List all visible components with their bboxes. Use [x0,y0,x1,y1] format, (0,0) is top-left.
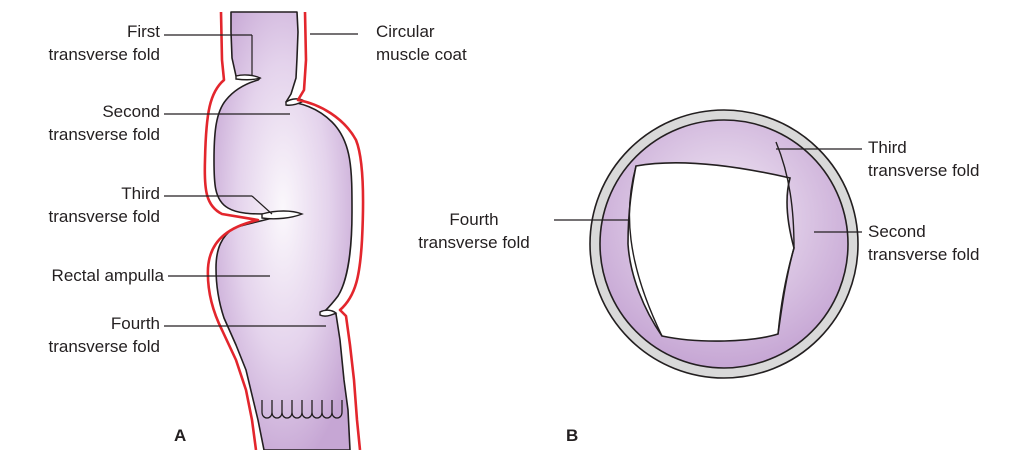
label-b-fourth-fold: Fourth transverse fold [400,208,548,254]
panel-b-drawing [554,110,862,378]
label-b-third-fold-line2: transverse fold [868,159,980,182]
label-rectal-ampulla: Rectal ampulla [52,264,164,287]
label-b-second-fold-line2: transverse fold [868,243,980,266]
panel-a-drawing [164,12,363,450]
label-second-fold-line2: transverse fold [49,123,161,146]
label-b-second-fold: Second transverse fold [868,220,980,266]
label-first-fold-line2: transverse fold [49,43,161,66]
label-second-fold-line1: Second [49,100,161,123]
label-fourth-fold-line1: Fourth [49,312,161,335]
label-b-fourth-fold-line1: Fourth [400,208,548,231]
label-b-third-fold-line1: Third [868,136,980,159]
rectum-body [214,12,352,450]
label-first-fold: First transverse fold [49,20,161,66]
label-b-fourth-fold-line2: transverse fold [400,231,548,254]
label-third-fold-line1: Third [49,182,161,205]
label-circular-coat-line1: Circular [376,20,467,43]
label-third-fold: Third transverse fold [49,182,161,228]
label-rectal-ampulla-line1: Rectal ampulla [52,264,164,287]
label-b-second-fold-line1: Second [868,220,980,243]
label-third-fold-line2: transverse fold [49,205,161,228]
label-circular-coat: Circular muscle coat [376,20,467,66]
label-circular-coat-line2: muscle coat [376,43,467,66]
label-second-fold: Second transverse fold [49,100,161,146]
label-fourth-fold-line2: transverse fold [49,335,161,358]
panel-label-a: A [174,426,186,446]
panel-label-b: B [566,426,578,446]
label-b-third-fold: Third transverse fold [868,136,980,182]
label-first-fold-line1: First [49,20,161,43]
label-fourth-fold: Fourth transverse fold [49,312,161,358]
